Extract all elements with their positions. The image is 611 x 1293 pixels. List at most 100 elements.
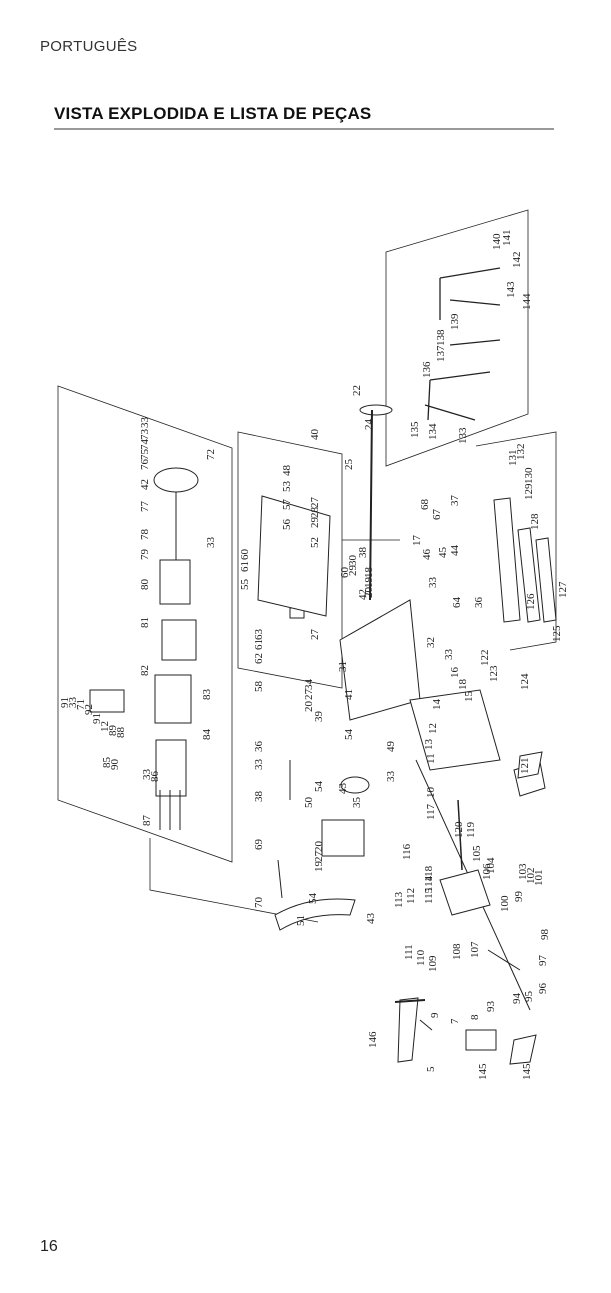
part-number-label: 33 — [443, 649, 455, 661]
part-number-label: 33 — [67, 697, 79, 709]
motor-assembly — [89, 467, 199, 830]
bed-rail — [517, 527, 541, 623]
leg-stand — [424, 267, 501, 421]
part-number-label: 30 — [347, 555, 359, 567]
leg-foot — [424, 404, 476, 421]
part-number-label: 120 — [453, 821, 465, 838]
part-number-label: 28 — [309, 507, 321, 519]
part-number-label: 25 — [343, 459, 355, 471]
part-number-label: 54 — [343, 729, 355, 741]
switch-cover-plate — [257, 495, 331, 617]
tailstock-body — [439, 869, 491, 916]
part-number-label: 80 — [139, 579, 151, 591]
part-number-label: 83 — [201, 689, 213, 701]
part-number-label: 97 — [537, 955, 549, 967]
part-number-label: 100 — [499, 895, 511, 912]
part-number-label: 37 — [449, 495, 461, 507]
part-number-label: 18 — [363, 567, 375, 579]
part-number-label: 109 — [427, 955, 439, 972]
part-number-label: 124 — [519, 673, 531, 690]
part-number-label: 41 — [343, 689, 355, 700]
connector-line — [149, 838, 319, 923]
part-number-label: 72 — [205, 449, 217, 460]
part-number-label: 125 — [551, 625, 563, 642]
part-number-label: 92 — [83, 704, 95, 715]
part-number-label: 91 — [91, 713, 103, 724]
part-number-label: 96 — [537, 983, 549, 995]
part-number-label: 43 — [337, 783, 349, 795]
tailstock-quill — [457, 799, 463, 871]
part-number-label: 114 — [423, 875, 435, 892]
part-number-label: 77 — [139, 501, 151, 513]
part-number-label: 90 — [109, 759, 121, 771]
part-number-label: 16 — [449, 667, 461, 679]
part-number-label: 131 — [507, 450, 519, 467]
part-number-label: 74 — [139, 439, 151, 451]
part-number-label: 135 — [409, 421, 421, 438]
leg-rail — [449, 339, 501, 346]
motor-fan-cover — [153, 467, 199, 493]
tool-rest-base — [409, 689, 501, 771]
part-number-label: 15 — [463, 691, 475, 703]
part-number-label: 117 — [425, 803, 437, 820]
part-number-label: 146 — [367, 1031, 379, 1048]
part-number-label: 139 — [449, 313, 461, 330]
part-number-label: 44 — [449, 545, 461, 557]
tailstock-assembly — [394, 751, 543, 1065]
motor-body — [159, 559, 191, 605]
part-number-label: 5 — [425, 1066, 437, 1072]
part-number-label: 104 — [485, 857, 497, 874]
hex-key — [277, 859, 283, 899]
leg-panel-frame — [385, 209, 529, 467]
part-number-label: 20 — [313, 841, 325, 853]
part-number-label: 129 — [523, 483, 535, 500]
part-number-label: 33 — [205, 537, 217, 549]
part-number-label: 27 — [313, 851, 325, 863]
part-number-label: 95 — [523, 991, 535, 1003]
part-number-label: 119 — [465, 821, 477, 838]
handwheel — [359, 404, 393, 416]
part-number-label: 33 — [141, 769, 153, 781]
part-number-label: 53 — [281, 481, 293, 493]
leg-post — [427, 379, 431, 421]
part-number-label: 69 — [253, 839, 265, 851]
part-number-label: 8 — [469, 1014, 481, 1020]
part-number-label: 138 — [435, 329, 447, 346]
part-number-label: 61 — [253, 639, 265, 650]
diagram-frames — [57, 209, 557, 923]
lever-arm — [274, 898, 356, 931]
part-number-label: 108 — [451, 943, 463, 960]
page-number: 16 — [40, 1238, 58, 1255]
part-number-label: 136 — [421, 361, 433, 378]
part-number-label: 27 — [309, 629, 321, 641]
part-number-label: 86 — [149, 771, 161, 783]
part-number-label: 32 — [425, 637, 437, 648]
part-number-label: 9 — [429, 1012, 441, 1018]
motor-panel-frame — [57, 385, 233, 863]
part-number-label: 121 — [519, 758, 531, 775]
part-number-label: 48 — [281, 465, 293, 477]
part-number-label: 19 — [363, 577, 375, 589]
part-number-label: 31 — [337, 661, 349, 672]
part-number-label: 115 — [423, 887, 435, 904]
part-number-label: 18 — [457, 679, 469, 691]
part-number-label: 101 — [533, 870, 545, 887]
part-number-label: 113 — [393, 891, 405, 908]
language-label: PORTUGUÊS — [40, 38, 138, 55]
part-number-label: 20 — [363, 587, 375, 599]
leg-rail — [429, 371, 491, 381]
part-number-label: 50 — [303, 797, 315, 809]
part-number-label: 34 — [303, 679, 315, 691]
part-number-label: 81 — [139, 617, 151, 628]
part-number-label: 20 — [303, 701, 315, 713]
part-number-label: 49 — [385, 741, 397, 753]
part-number-label: 122 — [479, 650, 491, 667]
part-number-label: 27 — [309, 497, 321, 509]
part-number-label: 144 — [521, 293, 533, 310]
part-number-label: 70 — [253, 897, 265, 909]
part-number-label: 54 — [307, 893, 319, 905]
spindle-shaft — [369, 409, 373, 601]
part-number-label: 76 — [139, 459, 151, 471]
part-number-label: 55 — [239, 579, 251, 591]
part-number-labels: 9133719291128988859033868784838281807978… — [59, 230, 569, 1081]
